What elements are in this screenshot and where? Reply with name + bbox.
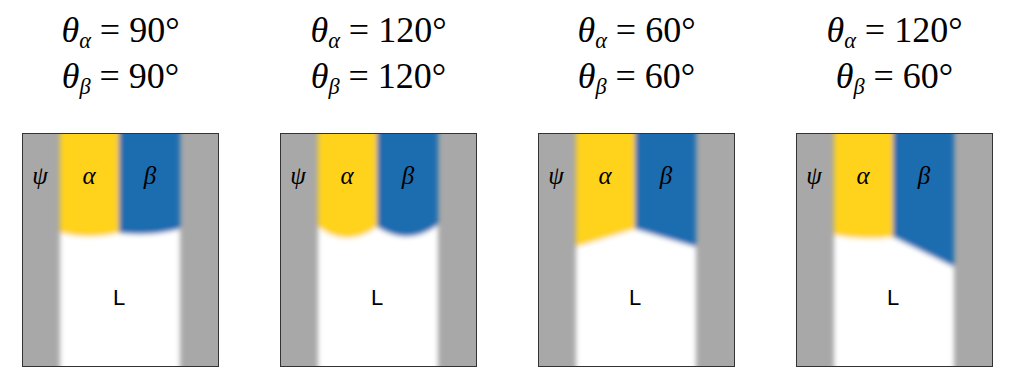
phase-label: β bbox=[402, 163, 414, 188]
phase-label: α bbox=[598, 163, 611, 188]
panel-4 bbox=[786, 123, 1003, 370]
angle-label: θβ = 60° bbox=[836, 58, 954, 99]
angle-label: θβ = 120° bbox=[311, 58, 447, 99]
phase-label: ψ bbox=[290, 163, 306, 188]
panel-2 bbox=[270, 123, 487, 370]
phase-label: β bbox=[918, 163, 930, 188]
phase-label: α bbox=[82, 163, 95, 188]
angle-label: θα = 120° bbox=[310, 12, 446, 53]
phase-label: ψ bbox=[32, 163, 48, 188]
angle-label: θα = 120° bbox=[826, 12, 962, 53]
phase-label: L bbox=[371, 287, 383, 309]
panel-3 bbox=[528, 123, 745, 370]
angle-label: θβ = 60° bbox=[578, 58, 696, 99]
phase-label: ψ bbox=[806, 163, 822, 188]
angle-label: θα = 90° bbox=[61, 12, 179, 53]
phase-label: β bbox=[144, 163, 156, 188]
phase-label: ψ bbox=[548, 163, 564, 188]
phase-label: α bbox=[340, 163, 353, 188]
angle-label: θβ = 90° bbox=[62, 58, 180, 99]
panel-1 bbox=[12, 123, 229, 370]
phase-label: L bbox=[887, 287, 899, 309]
angle-label: θα = 60° bbox=[577, 12, 695, 53]
phase-label: β bbox=[660, 163, 672, 188]
phase-label: L bbox=[629, 287, 641, 309]
phase-label: L bbox=[113, 287, 125, 309]
phase-label: α bbox=[856, 163, 869, 188]
